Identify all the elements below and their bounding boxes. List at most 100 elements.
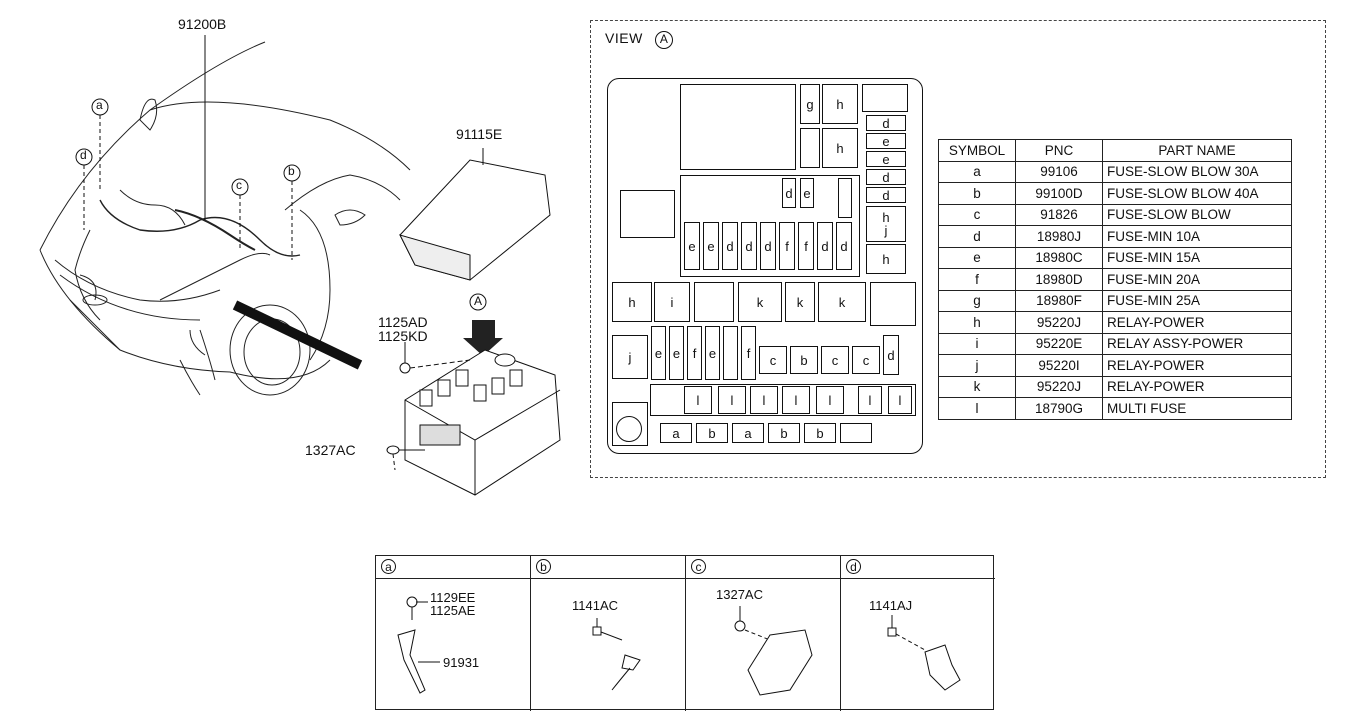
fuse-b-2: b — [696, 423, 728, 443]
fuse-f-l1: f — [687, 326, 702, 380]
detail-b-part-1: 1141AC — [572, 598, 619, 613]
relay-h-3: h j — [866, 206, 906, 242]
part-name-cell: FUSE-MIN 20A — [1102, 268, 1292, 291]
relay-j: j — [612, 335, 648, 379]
symbol-cell: f — [938, 268, 1016, 291]
fuse-e-m3: e — [703, 222, 719, 270]
relay-h-1: h — [822, 84, 858, 124]
symbol-cell: c — [938, 203, 1016, 226]
pnc-cell: 18980D — [1015, 268, 1103, 291]
detail-col-a: a — [376, 556, 531, 711]
fuse-f-l2: f — [741, 326, 756, 380]
fuse-a-1: a — [660, 423, 692, 443]
multi-fuse-l2: l — [718, 386, 746, 414]
detail-letter-b: b — [536, 559, 551, 574]
pnc-cell: 95220E — [1015, 332, 1103, 355]
fuse-block-top — [680, 84, 796, 170]
header-part-name: PART NAME — [1102, 139, 1292, 162]
pnc-cell: 91826 — [1015, 203, 1103, 226]
fuse-f-m1: f — [779, 222, 795, 270]
part-name-cell: RELAY-POWER — [1102, 354, 1292, 377]
cover-label: 91115E — [456, 126, 503, 142]
fuse-slot-top-right — [862, 84, 908, 112]
multi-fuse-l1: l — [684, 386, 712, 414]
pnc-cell: 99106 — [1015, 160, 1103, 183]
fuse-d-m3: d — [741, 222, 757, 270]
symbol-cell: j — [938, 354, 1016, 377]
multi-fuse-l7: l — [888, 386, 912, 414]
symbol-cell: d — [938, 225, 1016, 248]
fuse-c-1: c — [759, 346, 787, 374]
fuse-c-3: c — [852, 346, 880, 374]
detail-col-d: d — [841, 556, 995, 711]
relay-slot-empty — [694, 282, 734, 322]
multi-fuse-l6: l — [858, 386, 882, 414]
part-name-cell: RELAY ASSY-POWER — [1102, 332, 1292, 355]
pnc-cell: 95220I — [1015, 354, 1103, 377]
fuse-e-r1: e — [866, 133, 906, 149]
relay-i: i — [654, 282, 690, 322]
part-name-cell: RELAY-POWER — [1102, 311, 1292, 334]
multi-fuse-l4: l — [782, 386, 810, 414]
relay-k-2: k — [785, 282, 815, 322]
detail-letter-c: c — [691, 559, 706, 574]
relay-k-1: k — [738, 282, 782, 322]
harness-label: 91200B — [178, 16, 227, 32]
pnc-cell: 18790G — [1015, 397, 1103, 420]
fuse-e-l2: e — [669, 326, 684, 380]
fuse-d-m1: d — [782, 178, 796, 208]
fuse-slot-l5 — [723, 326, 738, 380]
fuse-a-2: a — [732, 423, 764, 443]
detail-a-part-2: 1125AE — [430, 603, 476, 618]
fuse-f-m2: f — [798, 222, 814, 270]
relay-h-4: h — [866, 244, 906, 274]
callout-d: d — [80, 148, 87, 162]
detail-a-part-3: 91931 — [443, 655, 480, 670]
header-pnc: PNC — [1015, 139, 1103, 162]
fuse-d-r1: d — [866, 115, 906, 131]
relay-k-3: k — [818, 282, 866, 322]
car-harness-illustration — [39, 35, 561, 496]
nut-label: 1327AC — [305, 442, 356, 458]
arrow-letter-a: A — [474, 294, 483, 308]
callout-b: b — [288, 164, 295, 178]
fuse-d-m2: d — [722, 222, 738, 270]
fuse-slot-g2 — [800, 128, 820, 168]
pnc-cell: 95220J — [1015, 311, 1103, 334]
detail-col-c: c — [686, 556, 841, 711]
parts-table-header: SYMBOL PNC PART NAME — [938, 139, 1292, 162]
symbol-cell: a — [938, 160, 1016, 183]
bolt-label-2: 1125KD — [378, 328, 428, 344]
pnc-cell: 99100D — [1015, 182, 1103, 205]
fuse-b-3: b — [768, 423, 800, 443]
pnc-cell: 18980F — [1015, 289, 1103, 312]
detail-a-part-1: 1129EE — [430, 590, 476, 605]
callout-c: c — [236, 178, 242, 192]
callout-a: a — [96, 98, 103, 112]
relay-slot-right — [870, 282, 916, 326]
fuse-e-r2: e — [866, 151, 906, 167]
relay-h-5: h — [612, 282, 652, 322]
view-letter: A — [655, 31, 674, 49]
part-name-cell: FUSE-MIN 15A — [1102, 246, 1292, 269]
fuse-d-m6: d — [836, 222, 852, 270]
symbol-cell: g — [938, 289, 1016, 312]
relay-h-2: h — [822, 128, 858, 168]
fuse-d-r2: d — [866, 169, 906, 185]
multi-fuse-l5: l — [816, 386, 844, 414]
detail-table: a b c d — [375, 555, 995, 711]
fuse-slot-m3 — [838, 178, 852, 218]
symbol-cell: i — [938, 332, 1016, 355]
fuse-d-l1: d — [883, 335, 899, 375]
